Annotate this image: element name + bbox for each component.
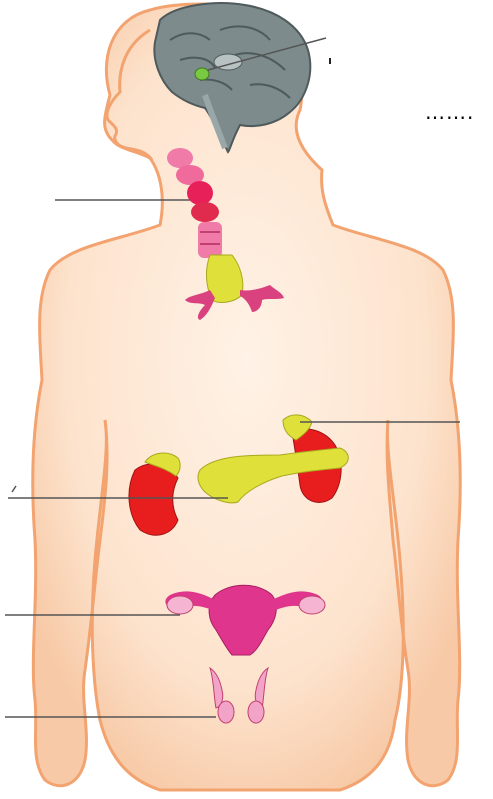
pituitary-gland	[195, 68, 209, 80]
answer-blank: …….	[425, 102, 474, 122]
right-ovary	[299, 596, 325, 614]
pituitary-label-mark	[329, 58, 331, 64]
left-ovary	[167, 596, 193, 614]
pancreas-label-tick	[12, 486, 16, 492]
